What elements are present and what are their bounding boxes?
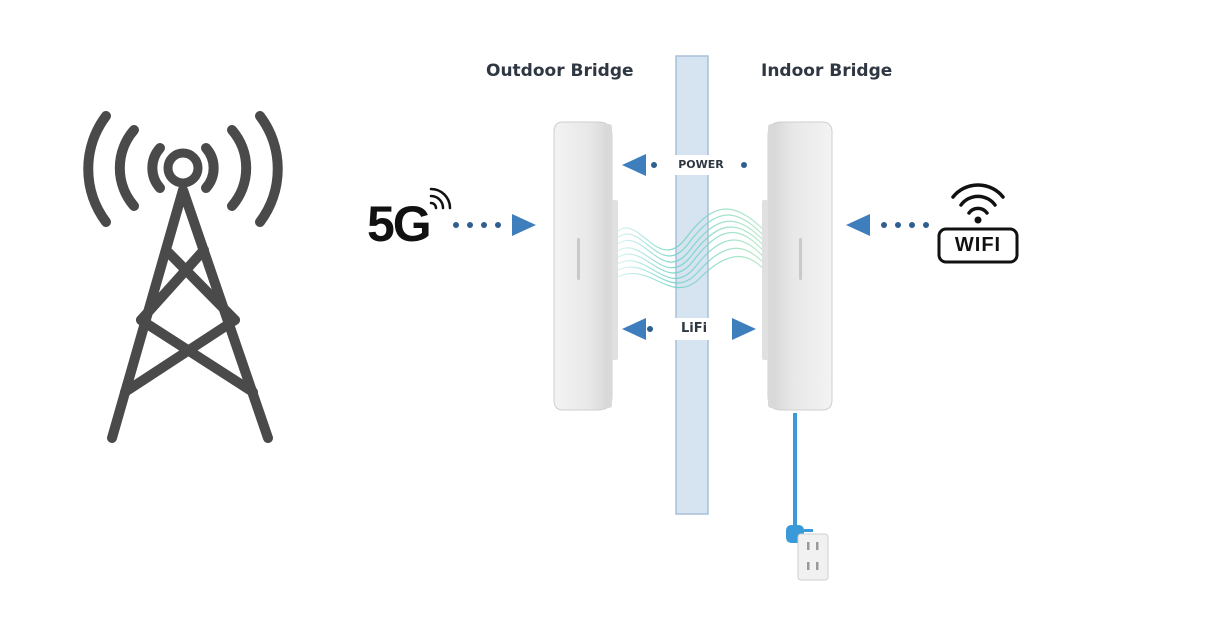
outdoor-bridge-device [553,121,618,411]
signal-waves-icon [429,187,452,210]
lifi-link-arrow [622,318,756,340]
lifi-wave [611,208,769,289]
lifi-label: LiFi [664,318,724,340]
indoor-bridge-label: Indoor Bridge [761,61,893,81]
wifi-label: WIFI [954,234,1002,256]
power-cable [793,413,797,540]
wall-outlet-icon [797,533,829,581]
power-link-arrow [622,154,747,176]
power-label: POWER [664,155,738,175]
fiveg-label: 5G [367,196,432,252]
fiveg-link-arrow [453,214,536,236]
cell-tower-icon [83,111,283,443]
outdoor-bridge-label: Outdoor Bridge [486,61,634,81]
indoor-bridge-device [762,121,833,411]
wifi-icon [937,183,1019,264]
glass-pane [675,55,709,515]
wifi-link-arrow [846,214,929,236]
